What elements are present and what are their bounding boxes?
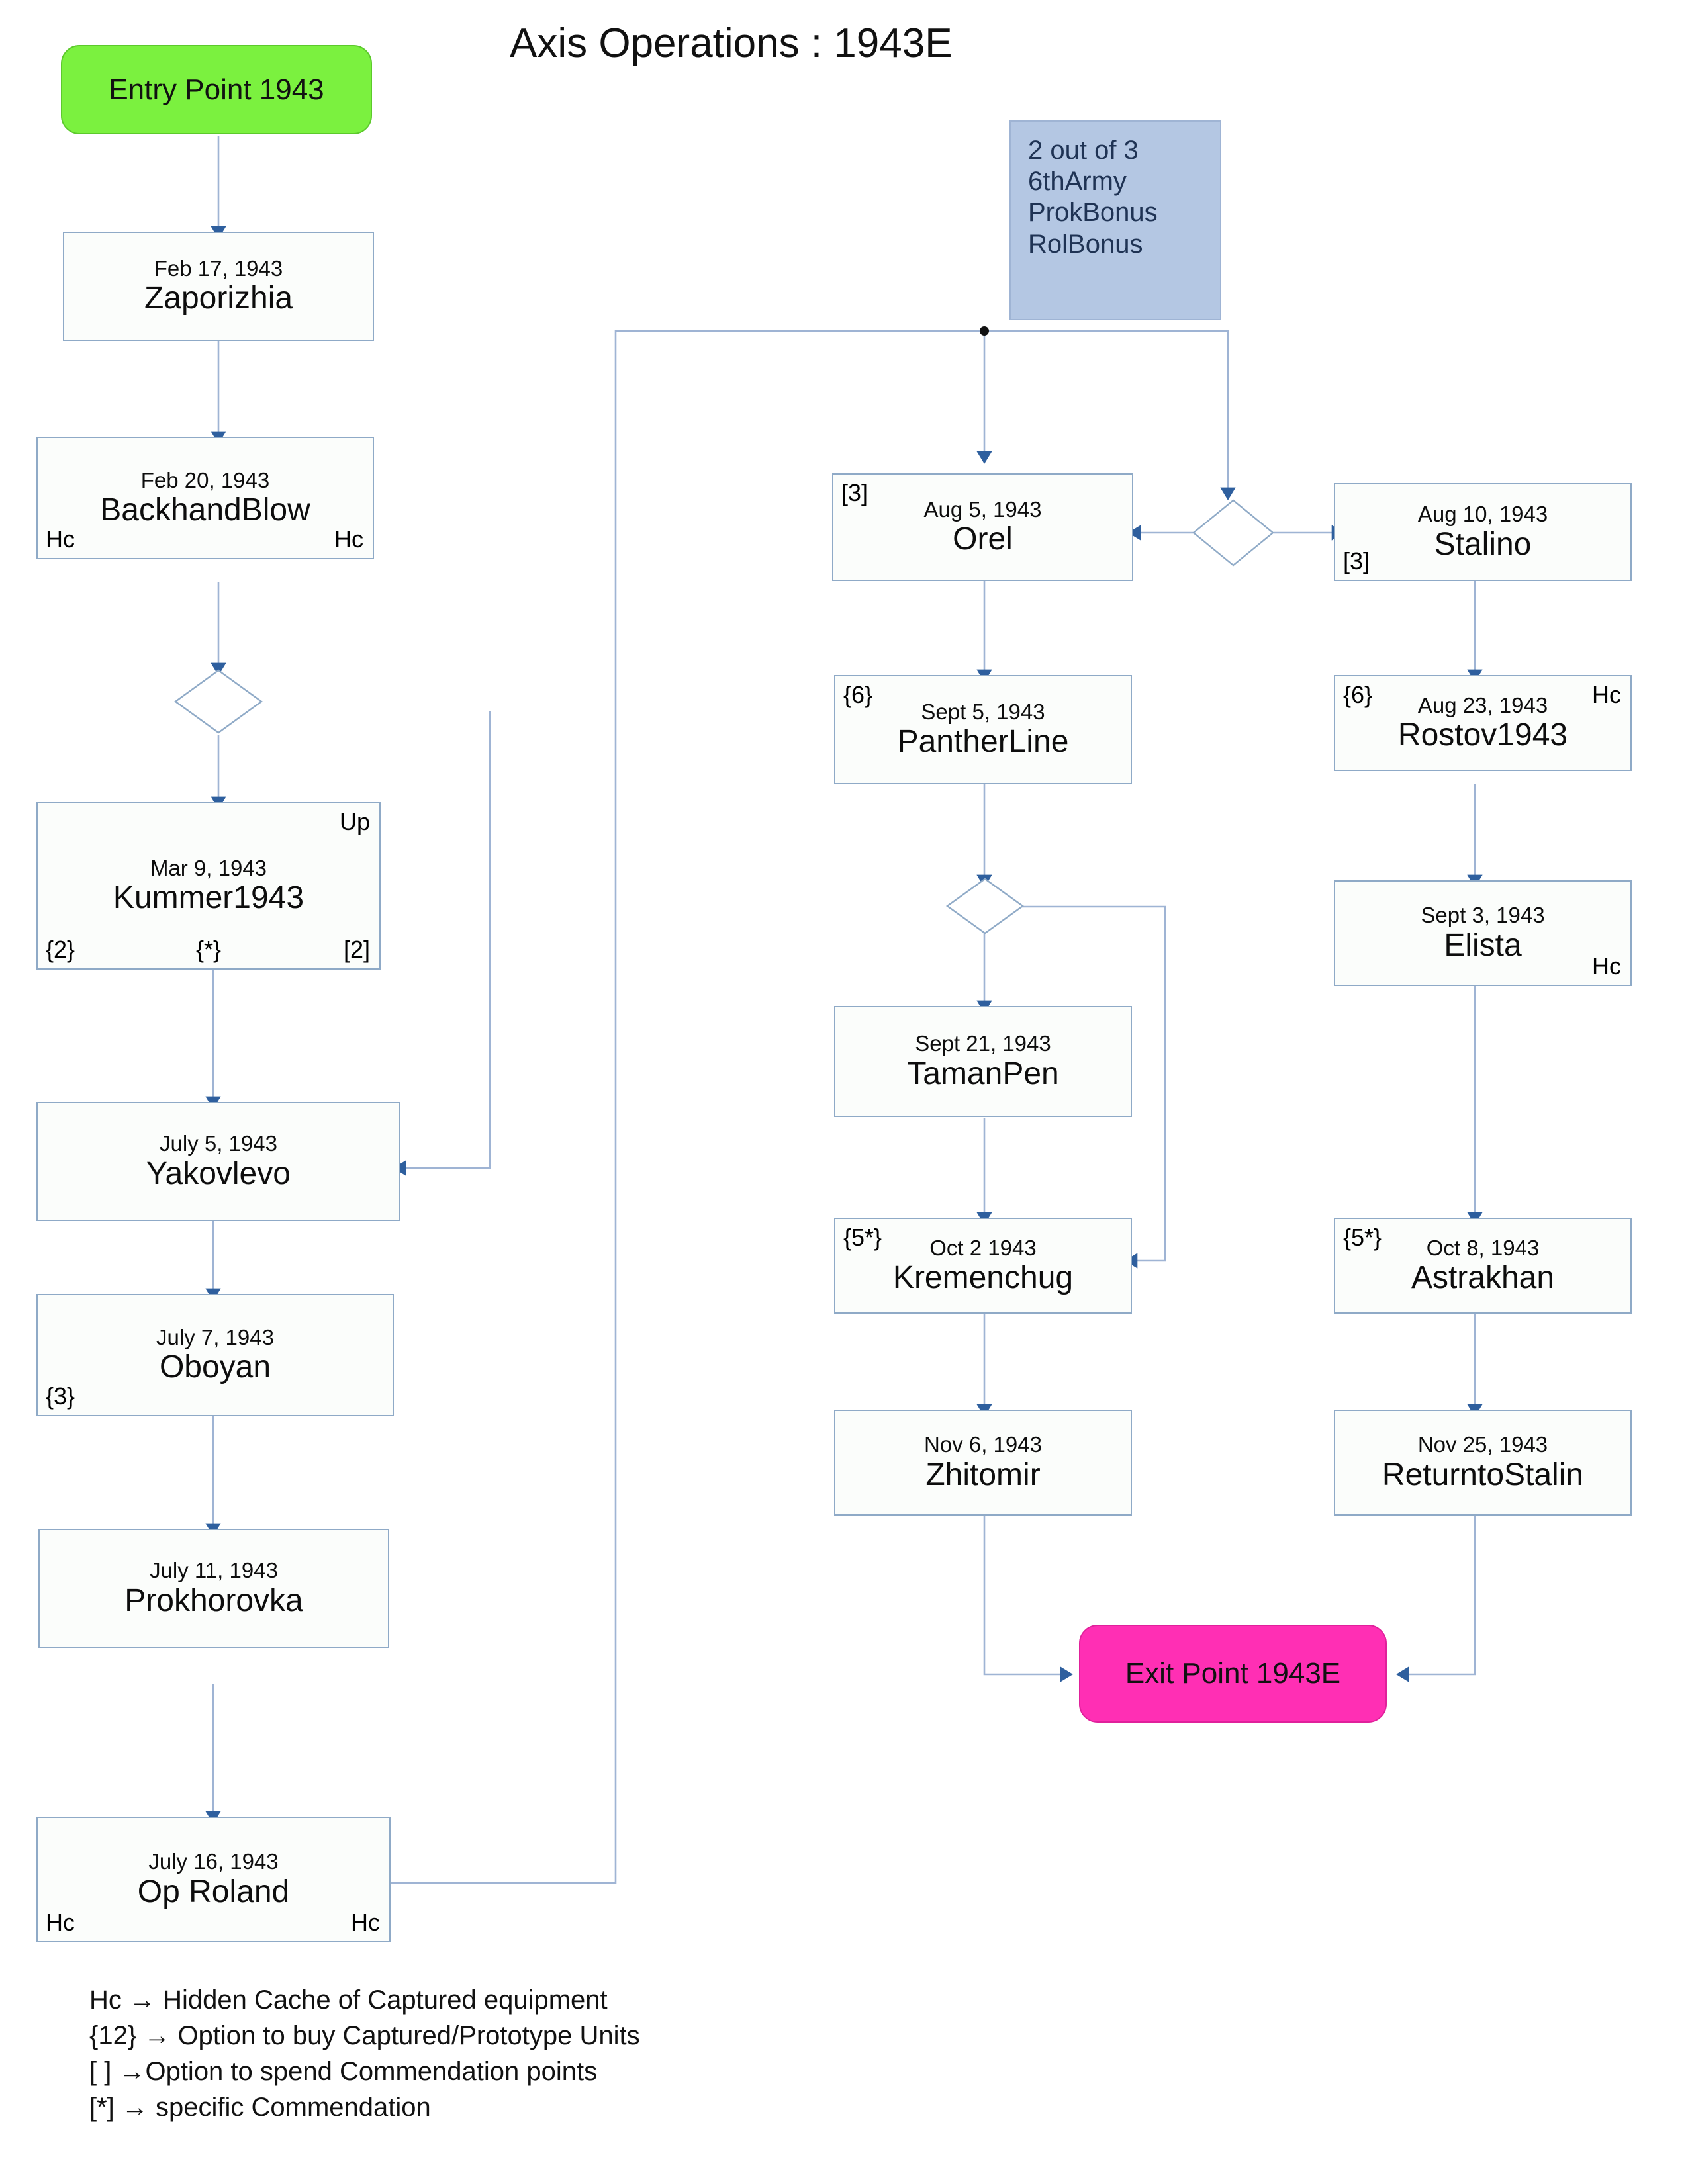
node-mark-top-left: {5*} [1343,1224,1382,1251]
node-name: Stalino [1434,526,1532,562]
node-name: Astrakhan [1411,1260,1555,1296]
node-stalino[interactable]: Aug 10, 1943 Stalino [3] [1334,483,1632,581]
node-op-roland[interactable]: July 16, 1943 Op Roland Hc Hc [36,1817,391,1942]
node-mark-bottom-left: Hc [46,1909,75,1936]
legend-line-star: [*] → specific Commendation [89,2093,431,2122]
node-kremenchug[interactable]: Oct 2 1943 Kremenchug {5*} [834,1218,1132,1314]
node-mark-top-right: Hc [1592,681,1621,708]
node-date: Aug 10, 1943 [1417,502,1548,527]
node-rostov1943[interactable]: Aug 23, 1943 Rostov1943 {6} Hc [1334,675,1632,771]
node-prokhorovka[interactable]: July 11, 1943 Prokhorovka [38,1529,389,1648]
note-line-4: RolBonus [1028,229,1143,259]
node-name: Kremenchug [892,1260,1074,1296]
node-date: Aug 5, 1943 [923,496,1042,522]
node-mark-top-left: {6} [1343,681,1373,708]
node-mark-bottom-right: Hc [1592,952,1621,979]
node-name: Zhitomir [925,1457,1041,1492]
node-mark-bottom-right: [2] [343,936,370,963]
node-name: Kummer1943 [113,880,305,916]
node-kummer1943[interactable]: Mar 9, 1943 Kummer1943 Up {2} {*} [2] [36,802,381,970]
node-mark-bottom-center: {*} [195,936,222,963]
entry-point-label: Entry Point 1943 [109,73,324,106]
node-mark-bottom-left: Hc [46,525,75,553]
node-name: TamanPen [907,1056,1059,1091]
node-returntostalin[interactable]: Nov 25, 1943 ReturntoStalin [1334,1410,1632,1516]
node-backhandblow[interactable]: Feb 20, 1943 BackhandBlow Hc Hc [36,437,374,559]
node-mark-top-left: [3] [841,479,868,506]
node-oboyan[interactable]: July 7, 1943 Oboyan {3} [36,1294,394,1416]
page-title: Axis Operations : 1943E [510,21,953,66]
node-date: Mar 9, 1943 [150,855,267,880]
note-box: 2 out of 3 6thArmy ProkBonus RolBonus [1009,120,1221,320]
node-mark-bottom-right: Hc [334,525,363,553]
legend: Hc → Hidden Cache of Captured equipment … [89,1982,640,2125]
node-date: July 5, 1943 [160,1131,277,1156]
note-line-2: 6thArmy [1028,167,1127,197]
node-name: Orel [953,522,1013,557]
node-zaporizhia[interactable]: Feb 17, 1943 Zaporizhia [63,232,374,341]
node-date: July 16, 1943 [148,1849,279,1874]
node-date: Feb 20, 1943 [140,467,270,492]
legend-line-brackets: [ ] →Option to spend Commendation points [89,2057,598,2086]
node-orel[interactable]: Aug 5, 1943 Orel [3] [832,473,1133,581]
node-mark-top-left: {6} [843,681,873,708]
node-astrakhan[interactable]: Oct 8, 1943 Astrakhan {5*} [1334,1218,1632,1314]
legend-line-hc: Hc → Hidden Cache of Captured equipment [89,1985,608,2015]
exit-point-node[interactable]: Exit Point 1943E [1079,1625,1387,1723]
decision-diamond-orel-stalino[interactable] [1192,498,1275,567]
note-line-3: ProkBonus [1028,198,1158,228]
legend-line-braces: {12} → Option to buy Captured/Prototype … [89,2021,640,2050]
note-line-1: 2 out of 3 [1028,136,1139,165]
node-date: Sept 3, 1943 [1421,903,1545,928]
node-date: July 11, 1943 [150,1558,278,1583]
node-name: Op Roland [137,1874,290,1909]
node-mark-top-right: Up [339,808,370,835]
node-name: Zaporizhia [144,281,293,316]
node-date: Oct 2 1943 [929,1235,1037,1260]
node-mark-bottom-left: {2} [46,936,75,963]
node-name: Oboyan [159,1349,271,1385]
decision-diamond-backhandblow[interactable] [173,668,263,735]
node-date: Aug 23, 1943 [1417,692,1548,717]
decision-diamond-pantherline[interactable] [945,877,1025,935]
node-elista[interactable]: Sept 3, 1943 Elista Hc [1334,880,1632,986]
node-name: Prokhorovka [124,1582,303,1618]
node-name: BackhandBlow [100,492,310,528]
node-yakovlevo[interactable]: July 5, 1943 Yakovlevo [36,1102,400,1221]
node-date: Oct 8, 1943 [1426,1235,1540,1260]
node-date: July 7, 1943 [156,1324,274,1349]
node-tamanpen[interactable]: Sept 21, 1943 TamanPen [834,1006,1132,1117]
node-date: Nov 25, 1943 [1417,1432,1548,1457]
node-name: Rostov1943 [1397,717,1568,753]
entry-point-node[interactable]: Entry Point 1943 [61,45,372,134]
exit-point-label: Exit Point 1943E [1125,1657,1341,1690]
node-name: PantherLine [897,724,1069,760]
node-name: ReturntoStalin [1382,1457,1584,1492]
node-name: Elista [1444,927,1522,963]
edge-junction-dot [980,326,989,336]
node-date: Sept 21, 1943 [915,1031,1051,1056]
node-date: Sept 5, 1943 [921,699,1045,724]
node-mark-bottom-left: {3} [46,1383,75,1410]
node-date: Feb 17, 1943 [154,255,283,281]
node-mark-bottom-right: Hc [351,1909,380,1936]
node-date: Nov 6, 1943 [924,1432,1042,1457]
node-name: Yakovlevo [146,1156,291,1191]
node-pantherline[interactable]: Sept 5, 1943 PantherLine {6} [834,675,1132,784]
node-zhitomir[interactable]: Nov 6, 1943 Zhitomir [834,1410,1132,1516]
node-mark-top-left: {5*} [843,1224,882,1251]
node-mark-bottom-left: [3] [1343,547,1370,574]
